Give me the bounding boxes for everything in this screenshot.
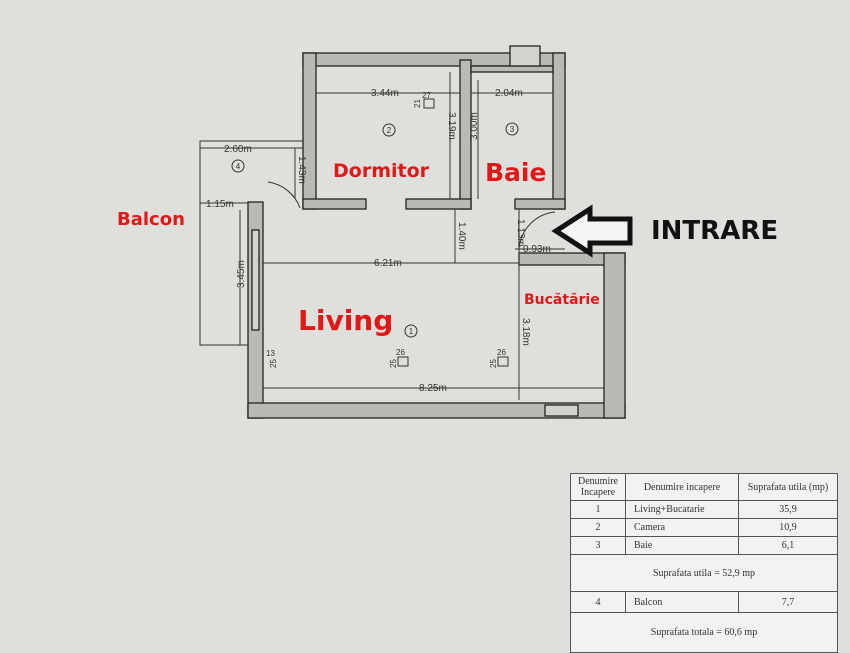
label-intrare: INTRARE — [651, 216, 778, 246]
wall-dorm-left — [302, 52, 317, 210]
room-number-2: 2 — [387, 126, 392, 135]
shaft — [509, 45, 541, 67]
dim-dormitor-width: 3.44m — [371, 88, 399, 99]
label-living: Living — [298, 304, 393, 337]
radiator-icon — [423, 98, 435, 109]
dim-baie-height: 3.00m — [469, 112, 480, 140]
svg-text:21: 21 — [413, 99, 422, 108]
svg-text:25: 25 — [389, 359, 398, 368]
area-table: Denumire Incapere Denumire incapere Supr… — [570, 473, 838, 653]
balcony-outline — [199, 72, 604, 400]
svg-text:25: 25 — [489, 359, 498, 368]
dim-entry-width: 0.93m — [523, 244, 551, 255]
dim-total-width: 8.25m — [419, 383, 447, 394]
wall-kitchen-right — [603, 252, 626, 419]
dim-living-width: 6.21m — [374, 258, 402, 269]
wall-baie-top — [470, 65, 554, 73]
room-marker-4 — [231, 159, 245, 173]
balcony-window — [251, 229, 260, 331]
room-marker-1 — [404, 324, 418, 338]
dim-balcon-depth: 1.15m — [206, 199, 234, 210]
radiator-icon — [397, 356, 409, 367]
dim-hall: 1.40m — [456, 222, 467, 250]
door-swing-entry — [518, 211, 556, 251]
total: Suprafata totala = 60,6 mp — [570, 612, 838, 653]
svg-text:13: 13 — [266, 349, 275, 358]
room-number-4: 4 — [236, 162, 241, 171]
dim-baie-width: 2.04m — [495, 88, 523, 99]
header-nr: Denumire Incapere — [570, 473, 626, 501]
kitchen-window — [544, 404, 579, 417]
dim-kitchen-height: 3.18m — [520, 318, 531, 346]
dim-balcon-width: 2.60m — [224, 144, 252, 155]
wall-dorm-bottom-left — [302, 198, 367, 210]
wall-dorm-bottom-right — [405, 198, 472, 210]
wall-baie-bottom — [514, 198, 566, 210]
dim-door-balcon: 1.43m — [296, 156, 307, 184]
label-baie: Baie — [485, 158, 546, 187]
radiator-icon — [497, 356, 509, 367]
subtotal: Suprafata utila = 52,9 mp — [570, 554, 838, 592]
walls — [247, 45, 626, 419]
entrance-arrow-icon — [551, 204, 633, 258]
svg-text:25: 25 — [269, 359, 278, 368]
label-dormitor: Dormitor — [333, 160, 430, 182]
header-area: Suprafata utila (mp) — [738, 473, 838, 501]
dim-dormitor-height: 3.19m — [446, 112, 457, 140]
room-marker-3 — [505, 122, 519, 136]
svg-text:27: 27 — [422, 91, 431, 100]
label-balcon: Balcon — [117, 209, 185, 230]
label-bucatarie: Bucătărie — [524, 292, 600, 308]
svg-text:26: 26 — [396, 348, 405, 357]
room-marker-2 — [382, 123, 396, 137]
svg-text:26: 26 — [497, 348, 506, 357]
door-swing-balcony — [267, 181, 301, 209]
header-name: Denumire incapere — [625, 473, 739, 501]
room-number-3: 3 — [510, 125, 515, 134]
dim-balcon-length: 3.45m — [236, 260, 247, 288]
wall-baie-right — [552, 52, 566, 210]
room-number-1: 1 — [409, 327, 414, 336]
dim-entry-height: 1.13m — [515, 219, 526, 247]
